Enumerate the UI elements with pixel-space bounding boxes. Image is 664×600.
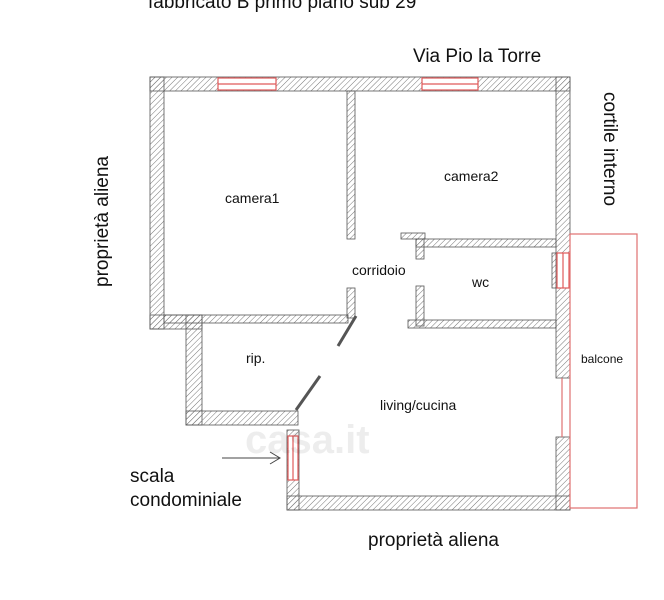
room-living: living/cucina bbox=[380, 397, 457, 413]
stairs-label-line2: condominiale bbox=[130, 490, 242, 511]
street-label: Via Pio la Torre bbox=[413, 46, 542, 67]
bottom-side-label: proprietà aliena bbox=[368, 530, 499, 551]
doors bbox=[294, 315, 358, 411]
right-side-label: cortile interno bbox=[599, 92, 620, 207]
watermark: casa.it bbox=[245, 418, 370, 462]
room-corridoio: corridoio bbox=[352, 262, 406, 278]
room-balcone: balcone bbox=[581, 352, 624, 366]
room-wc: wc bbox=[472, 274, 490, 290]
room-rip: rip. bbox=[246, 350, 266, 366]
windows bbox=[217, 77, 570, 289]
room-camera1: camera1 bbox=[225, 190, 280, 206]
room-camera2: camera2 bbox=[444, 168, 499, 184]
arrow-icon bbox=[222, 451, 281, 465]
stairs-label-line1: scala bbox=[130, 466, 175, 487]
left-side-label: proprietà aliena bbox=[92, 156, 113, 287]
interior-walls bbox=[163, 90, 557, 329]
entrance-door bbox=[287, 435, 299, 481]
plan-title: fabbricato B primo piano sub 29 bbox=[148, 0, 417, 13]
balcony bbox=[561, 233, 638, 509]
